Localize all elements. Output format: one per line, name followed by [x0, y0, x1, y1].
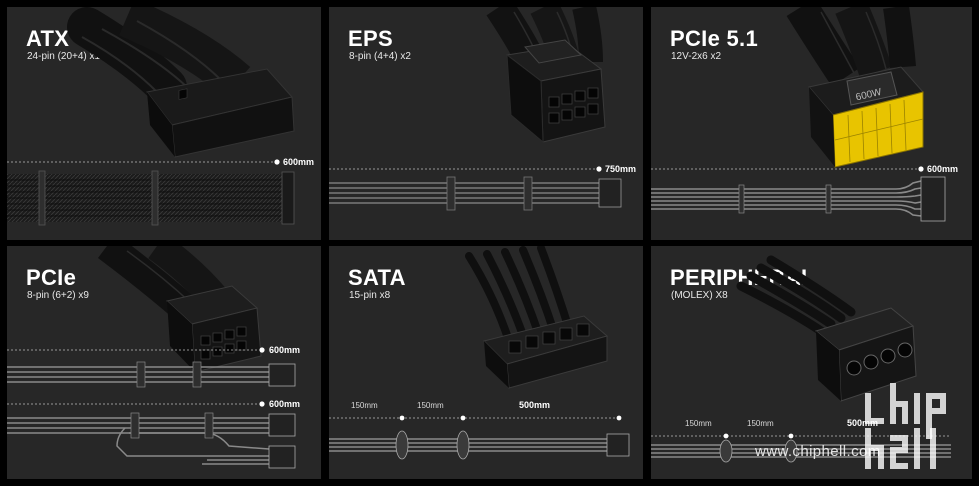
- panel-peripheral: PERIPHERAL (MOLEX) X8 150mm 150mm 500mm: [651, 246, 972, 479]
- peripheral-cable-illustration: 150mm 150mm 500mm: [651, 255, 951, 463]
- cable-comb: [151, 170, 159, 226]
- sata-length-label-2: 150mm: [417, 401, 444, 410]
- panel-pcie: PCIe 8-pin (6+2) x9 600mm: [7, 246, 321, 479]
- panel-subtitle: (MOLEX) X8: [671, 290, 728, 301]
- sata-length-label-3: 500mm: [519, 400, 550, 410]
- pcie-connector: [165, 285, 262, 373]
- pcie51-wire-bundle: [786, 7, 916, 87]
- molex-wires: [736, 255, 856, 336]
- sata-inline-connector: [456, 430, 470, 460]
- cable-comb: [523, 176, 533, 211]
- panel-title: ATX: [26, 26, 70, 51]
- atx-cable-illustration: 600mm: [7, 7, 314, 226]
- eps-end-connector: [598, 178, 622, 208]
- sata-connector: [483, 315, 609, 389]
- cable-comb: [738, 184, 745, 214]
- sata-inline-connector: [395, 430, 409, 460]
- panel-subtitle: 8-pin (4+4) x2: [349, 51, 411, 62]
- molex-inline-connector: [784, 439, 798, 463]
- sata-length-label-1: 150mm: [351, 401, 378, 410]
- pcie-end-connector: [268, 363, 296, 387]
- cable-comb: [825, 184, 832, 214]
- panel-subtitle: 12V-2x6 x2: [671, 51, 722, 62]
- pcie51-length-label: 600mm: [927, 164, 958, 174]
- panel-subtitle: 15-pin x8: [349, 290, 391, 301]
- sata-cable-illustration: 150mm 150mm 500mm: [329, 246, 630, 460]
- panel-atx: ATX 24-pin (20+4) x1: [7, 7, 321, 240]
- cable-comb: [192, 361, 202, 388]
- cable-comb: [38, 170, 46, 226]
- cable-spec-grid: ATX 24-pin (20+4) x1: [7, 7, 972, 479]
- panel-subtitle: 8-pin (6+2) x9: [27, 290, 89, 301]
- atx-wire-bundle: [67, 7, 251, 107]
- pcie51-connector: 600W: [808, 66, 924, 168]
- panel-pcie51: PCIe 5.1 12V-2x6 x2 600W: [651, 7, 972, 240]
- eps-connector: [505, 39, 606, 144]
- cable-comb: [446, 176, 456, 211]
- cable-comb: [204, 412, 214, 439]
- panel-sata: SATA 15-pin x8 150mm 150mm 500mm: [329, 246, 643, 479]
- panel-title: SATA: [348, 265, 406, 290]
- atx-length-label: 600mm: [283, 157, 314, 167]
- cable-comb: [136, 361, 146, 388]
- pcie51-cable-illustration: 600W 600mm: [651, 7, 958, 222]
- cable-comb: [130, 412, 140, 439]
- molex-inline-connector: [719, 439, 733, 463]
- eps-length-label: 750mm: [605, 164, 636, 174]
- pcie-length-label-1: 600mm: [269, 345, 300, 355]
- panel-title: PCIe: [26, 265, 77, 290]
- panel-subtitle: 24-pin (20+4) x1: [27, 51, 101, 62]
- pcie-length-label-2: 600mm: [269, 399, 300, 409]
- atx-connector: [146, 68, 295, 158]
- peripheral-length-label-3: 500mm: [847, 418, 878, 428]
- panel-title: EPS: [348, 26, 393, 51]
- panel-eps: EPS 8-pin (4+4) x2: [329, 7, 643, 240]
- pcie51-end-connector: [920, 176, 946, 222]
- peripheral-length-label-1: 150mm: [685, 419, 712, 428]
- pcie-cable-illustration: 600mm 600mm: [7, 246, 300, 469]
- molex-connector: [814, 307, 917, 402]
- pcie-end-connector: [268, 413, 296, 437]
- watermark-site-url: www.chiphell.com: [755, 443, 881, 460]
- peripheral-length-label-2: 150mm: [747, 419, 774, 428]
- pcie-end-connector: [268, 445, 296, 469]
- panel-title: PCIe 5.1: [670, 26, 759, 51]
- eps-cable-illustration: 750mm: [329, 7, 636, 211]
- atx-end-connector: [281, 171, 295, 225]
- sata-end-connector: [606, 433, 630, 457]
- sata-wires: [465, 246, 573, 345]
